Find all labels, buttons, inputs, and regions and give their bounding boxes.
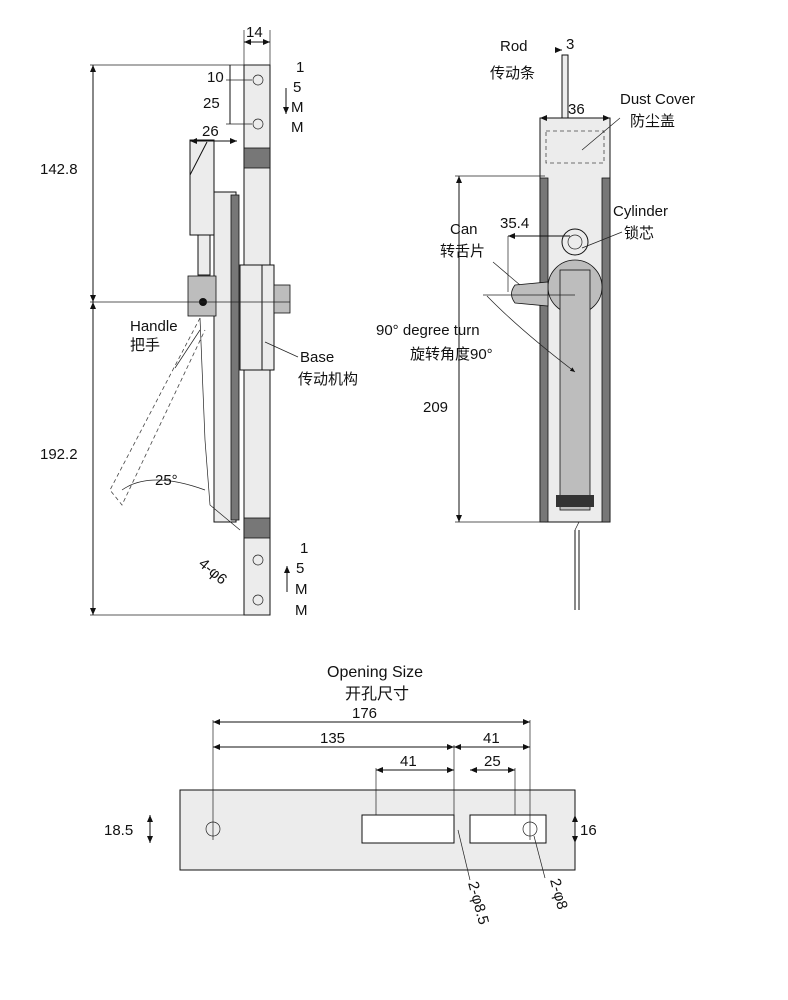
- dim-hole-to-hole: 135: [320, 730, 345, 747]
- dim-hole-offset: 10: [207, 69, 224, 86]
- dust-cover: [545, 130, 605, 164]
- front-view: 3 Rod 传动条 36 Dust Cover 防尘盖 Cylinder 锁芯 …: [376, 36, 695, 610]
- angle-arc: [121, 479, 206, 491]
- handle-body-edge: [230, 194, 240, 521]
- travel-top-char: 1: [296, 59, 304, 76]
- label-rod-en: Rod: [500, 38, 528, 55]
- opening-size-view: Opening Size 开孔尺寸 176 135 41 41 25 18.5 …: [104, 664, 597, 926]
- travel-bottom-char: M: [295, 602, 308, 619]
- handle-closed-outline: [199, 317, 241, 531]
- handle-top-bevel: [189, 141, 208, 176]
- travel-bottom: 1 5 M M: [284, 540, 308, 619]
- leader-line: [533, 835, 546, 879]
- mount-hole: [252, 118, 264, 130]
- cylinder: [561, 228, 589, 256]
- label-can-cn: 转舌片: [440, 243, 485, 260]
- handle-pivot: [187, 275, 217, 317]
- travel-top-char: 5: [293, 79, 301, 96]
- mount-hole: [252, 74, 264, 86]
- side-view: 14 142.8 192.2 10 25 26 1 5 M M 1 5 M M …: [40, 24, 358, 619]
- base-nut: [273, 284, 291, 314]
- dim-slot-left: 41: [400, 753, 417, 770]
- slot-cutout-right: [469, 814, 547, 844]
- leader-line: [457, 829, 471, 881]
- dim-upper-height: 142.8: [40, 161, 78, 178]
- label-cylinder-en: Cylinder: [613, 203, 668, 220]
- handle-top: [189, 139, 215, 236]
- label-handle-cn: 把手: [130, 337, 160, 354]
- dim-slot-inner: 25: [484, 753, 501, 770]
- dim-handle-width: 26: [202, 123, 219, 140]
- leader-line: [492, 261, 521, 286]
- mount-hole: [252, 554, 264, 566]
- travel-top-char: M: [291, 119, 304, 136]
- label-turn-en: 90° degree turn: [376, 322, 480, 339]
- label-cylinder-cn: 锁芯: [624, 225, 654, 242]
- label-turn-cn: 旋转角度90°: [410, 346, 493, 363]
- travel-top-char: M: [291, 99, 304, 116]
- dim-rod-width: 3: [566, 36, 574, 53]
- dim-slot-right: 41: [483, 730, 500, 747]
- travel-bottom-char: 5: [296, 560, 304, 577]
- dim-holes: 4-φ6: [195, 555, 230, 588]
- dim-total: 176: [352, 705, 377, 722]
- dim-hole-pitch: 25: [203, 95, 220, 112]
- label-base-cn: 传动机构: [298, 371, 358, 388]
- leader-line: [264, 341, 299, 358]
- dim-cover-width: 36: [568, 101, 585, 118]
- handle-open-outline: [109, 317, 206, 506]
- opening-title-cn: 开孔尺寸: [345, 685, 409, 703]
- handle-slot: [559, 269, 591, 511]
- turn-arc: [486, 295, 576, 373]
- dim-handle-angle: 25°: [155, 472, 178, 489]
- dim-lower-height: 192.2: [40, 446, 78, 463]
- label-rod-cn: 传动条: [490, 65, 535, 82]
- leader-line: [174, 329, 201, 369]
- handle-neck: [197, 234, 211, 276]
- dim-height-left: 18.5: [104, 822, 133, 839]
- plate-band-bottom: [243, 517, 271, 539]
- can: [511, 281, 549, 307]
- label-handle-en: Handle: [130, 318, 178, 335]
- mount-hole: [252, 594, 264, 606]
- leader-line: [581, 117, 621, 151]
- label-dust-cn: 防尘盖: [630, 113, 675, 130]
- lower-rod-bend: [574, 521, 580, 531]
- opening-title-en: Opening Size: [327, 664, 423, 681]
- plate-band-top: [243, 147, 271, 169]
- cylinder-keyway: [567, 234, 583, 250]
- leader-line: [581, 231, 623, 249]
- base-block-side: [261, 264, 275, 371]
- label-can-en: Can: [450, 221, 478, 238]
- dim-hole-a: 2-φ8.5: [464, 880, 492, 927]
- travel-bottom-char: 1: [300, 540, 308, 557]
- slot-cutout-left: [361, 814, 455, 844]
- handle-slot-base: [556, 495, 594, 507]
- dim-plate-width: 14: [246, 24, 263, 41]
- dim-height: 209: [423, 399, 448, 416]
- dim-hole-b: 2-φ8: [546, 877, 571, 912]
- travel-top: 1 5 M M: [283, 59, 304, 136]
- travel-bottom-char: M: [295, 581, 308, 598]
- label-base-en: Base: [300, 349, 334, 366]
- lock-body-edge-right: [601, 177, 611, 523]
- label-dust-en: Dust Cover: [620, 91, 695, 108]
- dim-can-offset: 35.4: [500, 215, 529, 232]
- base-block: [239, 264, 263, 371]
- dim-height-right: 16: [580, 822, 597, 839]
